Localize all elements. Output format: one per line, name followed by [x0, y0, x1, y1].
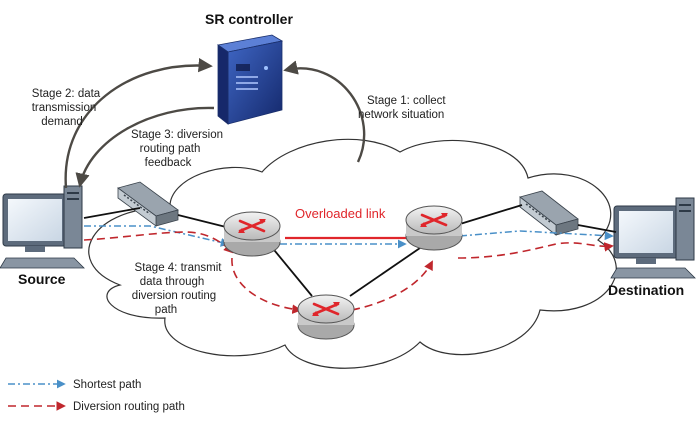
svg-text:Stage 1: collect: Stage 1: collect [367, 95, 446, 107]
source-computer-icon [0, 185, 85, 269]
stage1-arrow [283, 60, 366, 163]
stage2-arrow [64, 57, 213, 189]
svg-text:transmission: transmission [32, 102, 97, 114]
stage-1-text: Stage 1: collect network situation [358, 95, 446, 121]
stage-arrows [64, 57, 366, 189]
shortest-path [84, 225, 614, 249]
destination-label: Destination [608, 282, 684, 298]
svg-text:diversion routing: diversion routing [132, 290, 216, 302]
physical-links [83, 204, 617, 297]
source-label: Source [18, 271, 66, 287]
stage3-arrow [75, 106, 215, 188]
legend-shortest-label: Shortest path [73, 379, 141, 391]
legend-diversion-label: Diversion routing path [73, 401, 185, 413]
stage-3-text: Stage 3: diversion routing path feedback [131, 129, 223, 169]
network-cloud [88, 138, 617, 369]
legend: Shortest path Diversion routing path [8, 379, 185, 413]
page-title: SR controller [205, 11, 293, 27]
overloaded-link-label: Overloaded link [295, 206, 386, 221]
destination-computer-icon [610, 197, 696, 279]
router-icon [297, 294, 355, 340]
svg-text:feedback: feedback [145, 157, 192, 169]
svg-text:Stage 3: diversion: Stage 3: diversion [131, 129, 223, 141]
switch-left-icon [117, 181, 179, 227]
switch-right-icon [519, 190, 579, 236]
svg-text:path: path [155, 304, 177, 316]
stage-4-text: Stage 4: transmit data through diversion… [132, 262, 222, 316]
server-icon [216, 34, 284, 125]
router-icon [223, 211, 281, 257]
svg-text:data through: data through [140, 276, 205, 288]
svg-text:Stage 2: data: Stage 2: data [32, 88, 101, 100]
diversion-path [83, 231, 614, 314]
stage-2-text: Stage 2: data transmission demand [32, 88, 101, 128]
svg-text:Stage 4: transmit: Stage 4: transmit [135, 262, 223, 274]
router-icon [405, 205, 463, 251]
svg-text:network situation: network situation [358, 109, 444, 121]
svg-text:routing path: routing path [140, 143, 201, 155]
svg-text:demand: demand [41, 116, 83, 128]
